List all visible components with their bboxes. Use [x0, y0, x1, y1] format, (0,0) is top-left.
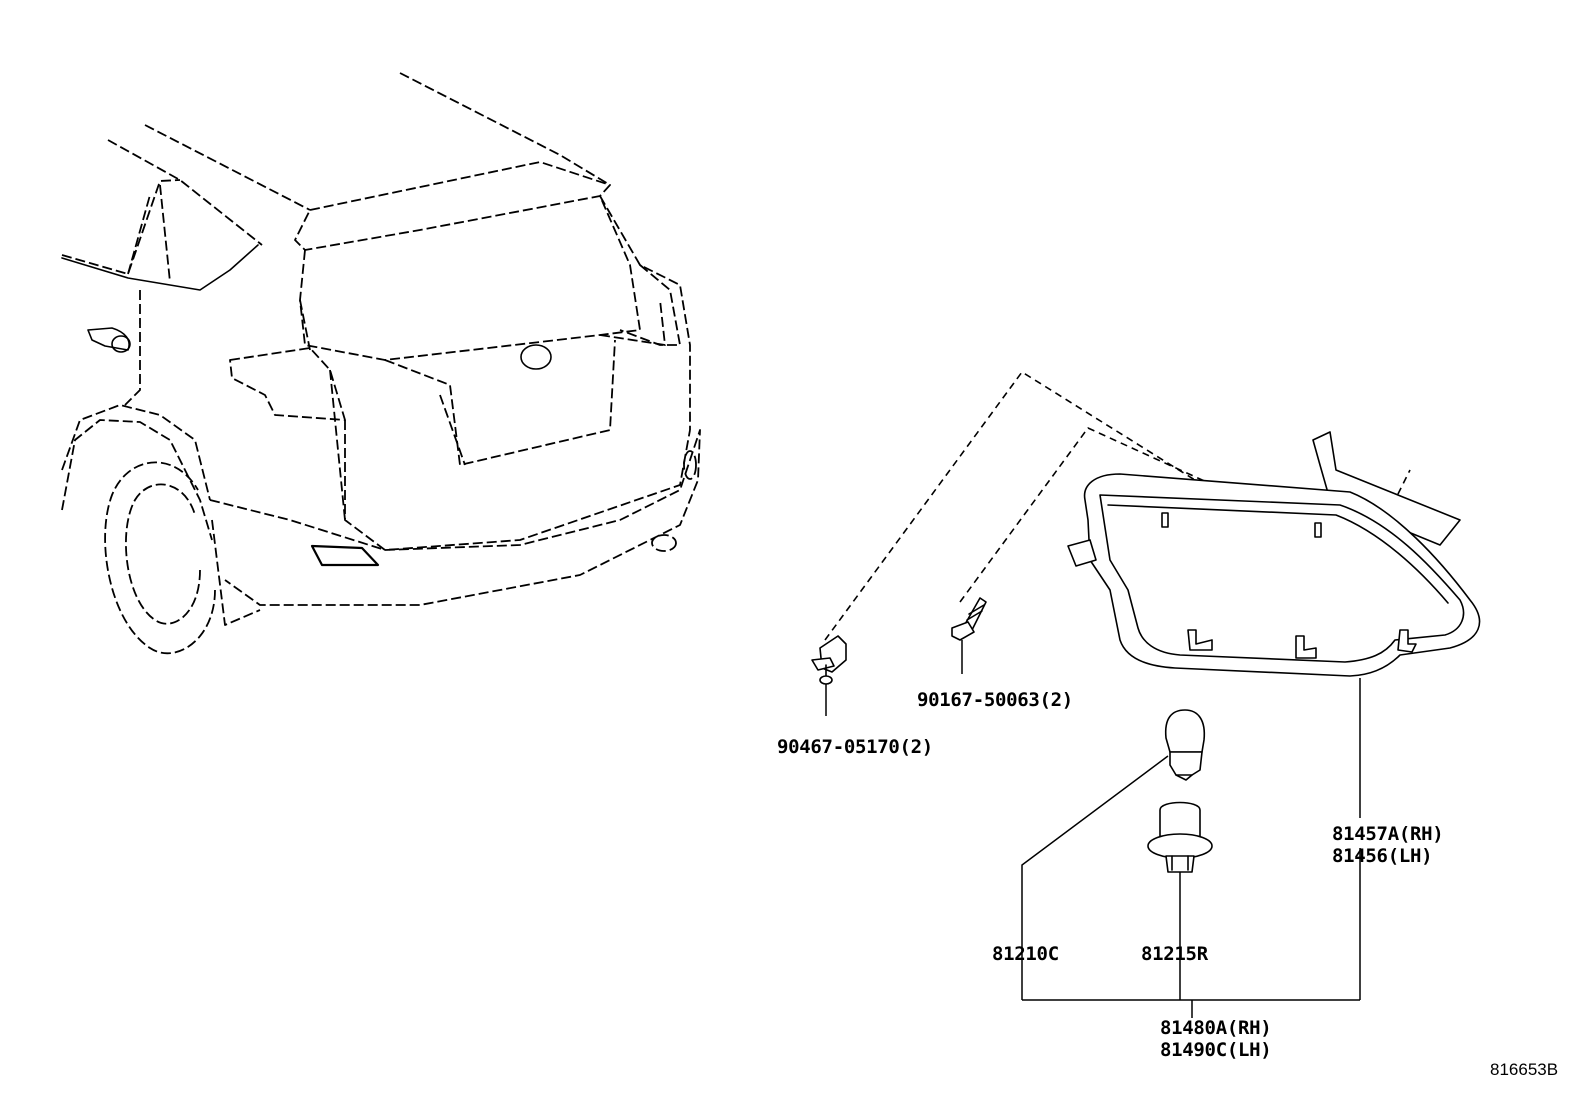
screw-part [951, 597, 987, 674]
label-assembly-rh: 81480A(RH) [1160, 1017, 1271, 1039]
label-housing-rh: 81457A(RH) [1332, 823, 1443, 845]
bulb-part [1021, 709, 1206, 1000]
label-housing-lh: 81456(LH) [1332, 845, 1432, 867]
assembly-bracket-lines [1022, 848, 1361, 1018]
label-bulb: 81210C [992, 943, 1059, 965]
grommet-part [811, 635, 847, 716]
label-socket: 81215R [1141, 943, 1209, 965]
socket-part [1147, 801, 1213, 1000]
label-assembly-lh: 81490C(LH) [1160, 1039, 1271, 1061]
lamp-housing-part [1067, 431, 1481, 818]
part-labels: 90467-05170(2) 90167-50063(2) 81457A(RH)… [777, 689, 1558, 1079]
label-screw: 90167-50063(2) [917, 689, 1073, 711]
vehicle-rear-illustration [61, 72, 701, 655]
label-grommet: 90467-05170(2) [777, 736, 933, 758]
diagram-reference-number: 816653B [1490, 1060, 1558, 1079]
